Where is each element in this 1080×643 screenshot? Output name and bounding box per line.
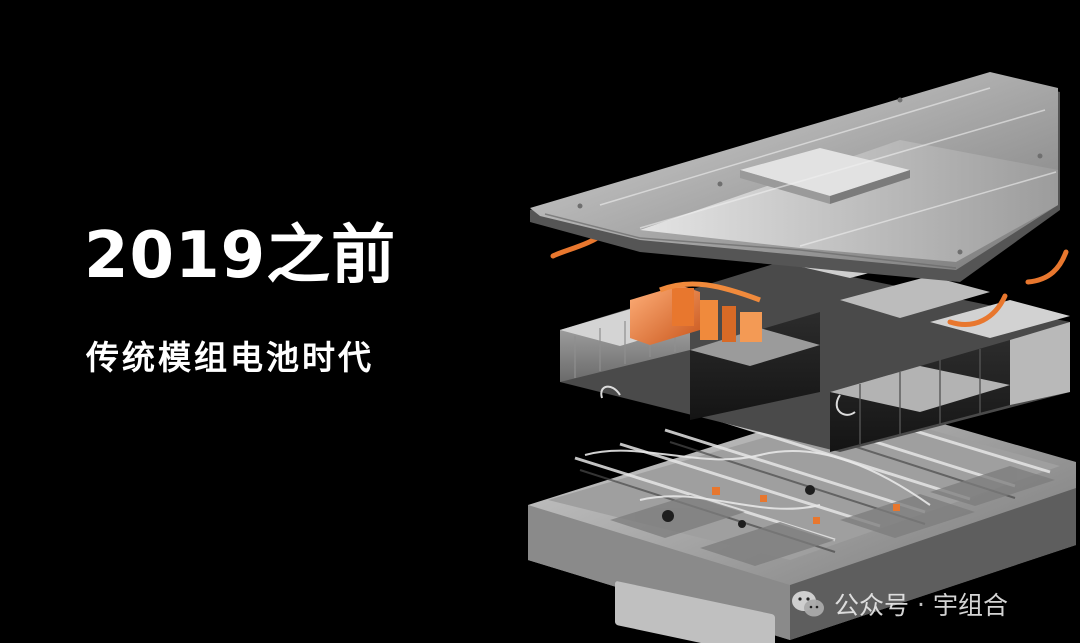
headline: 2019之前	[84, 219, 397, 293]
battery-lid	[530, 72, 1060, 282]
wechat-icon	[792, 591, 824, 617]
watermark-prefix: 公众号	[834, 591, 910, 620]
subheadline: 传统模组电池时代	[86, 338, 374, 377]
watermark: 公众号 · 宇组合	[790, 586, 1008, 622]
watermark-separator: ·	[917, 589, 925, 619]
watermark-account-name: 宇组合	[932, 591, 1008, 620]
